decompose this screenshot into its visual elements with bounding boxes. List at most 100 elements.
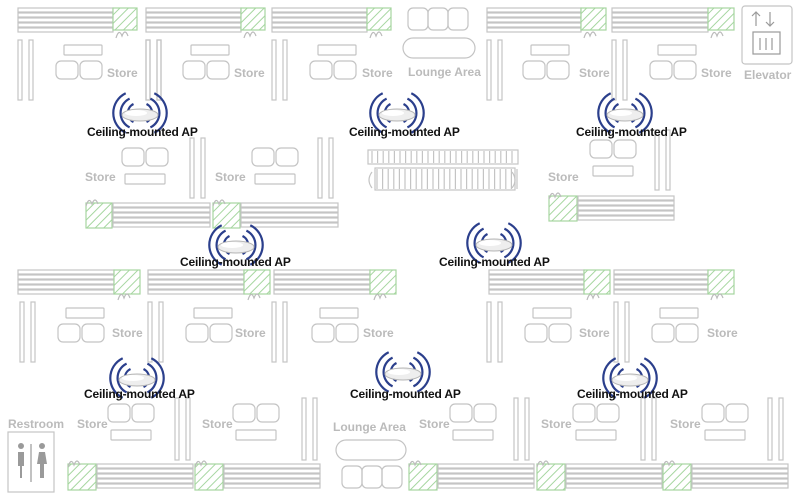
door-arc (586, 293, 600, 301)
ap-icon (597, 92, 653, 134)
display-hatch (194, 463, 224, 491)
lounge-table (402, 37, 476, 59)
door-arc (662, 460, 676, 468)
store-label: Store (77, 417, 108, 431)
display-hatch (408, 463, 438, 491)
shelf (565, 463, 663, 489)
shelf (17, 7, 114, 33)
store-label: Store (112, 326, 143, 340)
restroom-label: Restroom (8, 417, 65, 431)
vertical-rack (145, 39, 162, 101)
elevator-icon (741, 5, 793, 65)
wave-icon (112, 92, 127, 134)
wave-icon (638, 92, 653, 134)
shelf (223, 463, 321, 489)
shelf (271, 7, 368, 33)
store-label: Store (362, 66, 393, 80)
vertical-rack (189, 137, 206, 199)
display-hatch (369, 269, 397, 295)
store-label: Store (363, 326, 394, 340)
door-arc (710, 293, 724, 301)
sofa-icon (107, 403, 155, 441)
wave-icon (376, 97, 388, 129)
display-hatch (707, 269, 735, 295)
lounge-seat (427, 7, 449, 31)
wave-icon (146, 362, 158, 394)
sofa-icon (572, 403, 620, 441)
display-hatch (707, 7, 735, 31)
sofa-icon (701, 403, 749, 441)
sofa-icon (55, 44, 103, 80)
wave-icon (116, 362, 128, 394)
display-hatch (67, 463, 97, 491)
wave-icon (369, 92, 384, 134)
store-label: Store (548, 170, 579, 184)
sofa-icon (651, 307, 699, 343)
shelf (147, 269, 245, 295)
sofa-icon (449, 403, 497, 441)
shelf (145, 7, 242, 33)
wave-icon (109, 357, 124, 399)
vertical-rack (19, 301, 36, 363)
ap-icon (112, 92, 168, 134)
ap-label: Ceiling-mounted AP (84, 387, 195, 401)
wave-icon (412, 356, 424, 388)
door-arc (212, 199, 226, 207)
ap-icon (369, 92, 425, 134)
shelf (112, 202, 211, 228)
wave-icon (503, 227, 515, 259)
door-arc (117, 293, 131, 301)
sofa-icon (182, 44, 230, 80)
vertical-rack (145, 39, 162, 101)
vertical-rack (17, 39, 34, 101)
display-hatch (212, 202, 241, 229)
door-arc (247, 293, 261, 301)
display-hatch (243, 269, 271, 295)
elevator-arrows (751, 11, 775, 27)
ap-label: Ceiling-mounted AP (180, 255, 291, 269)
wave-icon (208, 224, 223, 266)
door-arc (536, 460, 550, 468)
sofa-icon (311, 307, 359, 343)
wave-icon (416, 351, 431, 393)
wave-icon (473, 227, 485, 259)
display-hatch (113, 269, 141, 295)
store-label: Store (202, 417, 233, 431)
sofa-icon (251, 147, 299, 185)
lounge-label: Lounge Area (408, 65, 481, 79)
wave-icon (639, 362, 651, 394)
display-hatch (112, 7, 138, 31)
elevator-car (752, 31, 781, 55)
sofa-icon (649, 44, 697, 80)
wave-icon (245, 229, 257, 261)
door-arc (408, 460, 422, 468)
store-label: Store (235, 326, 266, 340)
vertical-rack (513, 397, 530, 461)
wave-icon (149, 97, 161, 129)
vertical-rack (301, 397, 318, 461)
lounge-seat (447, 7, 469, 31)
vertical-rack (174, 397, 191, 461)
vertical-rack (640, 397, 657, 461)
store-label: Store (707, 326, 738, 340)
vertical-rack (147, 301, 164, 363)
lounge-label: Lounge Area (333, 420, 406, 434)
ap-label: Ceiling-mounted AP (576, 125, 687, 139)
sofa-icon (57, 307, 105, 343)
ap-label: Ceiling-mounted AP (439, 255, 550, 269)
escalator-icon (367, 149, 519, 191)
store-label: Store (234, 66, 265, 80)
store-label: Store (579, 66, 610, 80)
wave-icon (119, 97, 131, 129)
sofa-icon (185, 307, 233, 343)
vertical-rack (767, 397, 784, 461)
wave-icon (597, 92, 612, 134)
wave-icon (150, 357, 165, 399)
display-hatch (85, 202, 113, 229)
display-hatch (583, 269, 611, 295)
wave-icon (153, 92, 168, 134)
door-arc (548, 192, 562, 200)
shelf (691, 463, 789, 489)
wave-icon (382, 356, 394, 388)
